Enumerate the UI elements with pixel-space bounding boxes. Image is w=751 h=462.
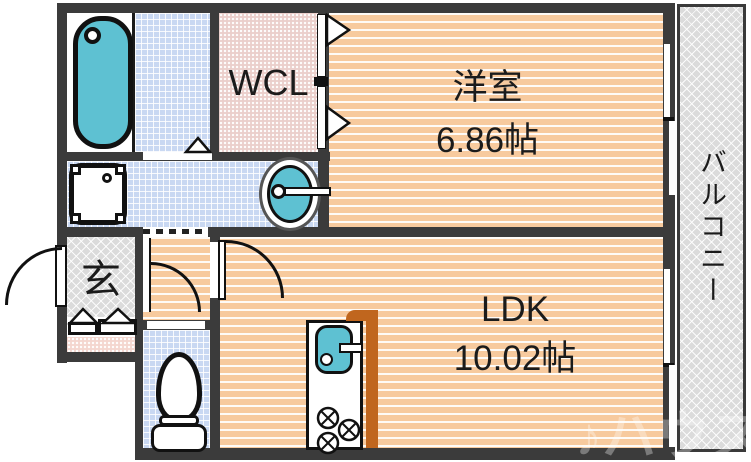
center-horizontal-wall	[57, 227, 675, 237]
wcl-door-center-stop	[314, 77, 328, 86]
ldk-door-leaf	[218, 240, 226, 300]
front-door-swing-arc	[5, 247, 62, 305]
wcl-floor	[219, 13, 318, 152]
entrance-porch-floor	[67, 337, 135, 352]
balcony-label-text: バルコニー	[696, 148, 726, 308]
kitchen-counter-partition-hook	[346, 310, 378, 321]
genkan-step-right	[98, 319, 137, 335]
pan-corner-bl	[70, 213, 81, 224]
ldk-floor	[220, 237, 663, 448]
entrance-bottom-wall	[57, 352, 143, 362]
yoshitsu-name: 洋室	[452, 68, 523, 107]
yoshitsu-window-pane-1	[664, 44, 670, 119]
pan-corner-br	[115, 213, 126, 224]
kitchen-counter-partition	[366, 310, 378, 448]
wcl-door-leaf-upper	[317, 14, 326, 77]
yoshitsu-window-pane-2	[669, 121, 675, 195]
wcl-door-leaf-lower	[317, 86, 326, 149]
yoshitsu-floor	[329, 13, 663, 227]
left-wall	[57, 3, 67, 363]
pan-corner-tr	[115, 164, 126, 175]
bath-door-opening	[143, 152, 212, 160]
bottom-wall	[135, 448, 675, 460]
toilet-tank	[151, 424, 207, 452]
genkan-right-wall	[135, 237, 143, 460]
wcl-left-wall	[210, 13, 219, 161]
pan-drain	[102, 173, 112, 183]
hall-door-leaf	[143, 238, 151, 312]
washbasin-faucet-arm	[284, 187, 331, 196]
toilet-door-opening	[147, 321, 205, 329]
wcl-room-label: WCL	[228, 61, 309, 103]
toilet-bowl	[156, 352, 202, 422]
bathtub	[73, 16, 133, 149]
kitchen-faucet-arm	[339, 343, 363, 353]
genkan-step-left	[68, 322, 98, 335]
washroom-accordion-door	[143, 227, 208, 237]
genkan-label: 玄	[81, 258, 121, 302]
watermark: ♪ハウス	[575, 407, 751, 462]
yoshitsu-size: 6.86帖	[435, 120, 540, 160]
hall-ldk-wall-lower	[210, 298, 220, 460]
balcony-floor	[677, 4, 746, 452]
ldk-doorway-gap	[210, 242, 220, 298]
ldk-window-pane-1	[664, 269, 670, 365]
balcony-label: バルコニー	[680, 4, 743, 452]
ldk-name: LDK	[480, 290, 550, 329]
pan-corner-tl	[70, 164, 81, 175]
ldk-window-pane-2	[669, 365, 675, 447]
yoshitsu-room-label: 洋室 6.86帖	[360, 62, 615, 167]
genkan-floor	[67, 237, 135, 317]
bath-washing-area-floor	[135, 13, 210, 152]
ldk-window-tick	[663, 363, 674, 367]
top-wall	[57, 3, 675, 13]
yoshitsu-window-tick	[663, 117, 674, 121]
bathtub-faucet	[84, 27, 101, 44]
washbasin-handle	[271, 184, 286, 199]
ldk-room-label: LDK 10.02帖	[400, 285, 630, 383]
kitchen-sink-drain	[320, 353, 333, 366]
hall-ldk-wall-upper	[210, 237, 220, 242]
ldk-size: 10.02帖	[453, 339, 577, 378]
